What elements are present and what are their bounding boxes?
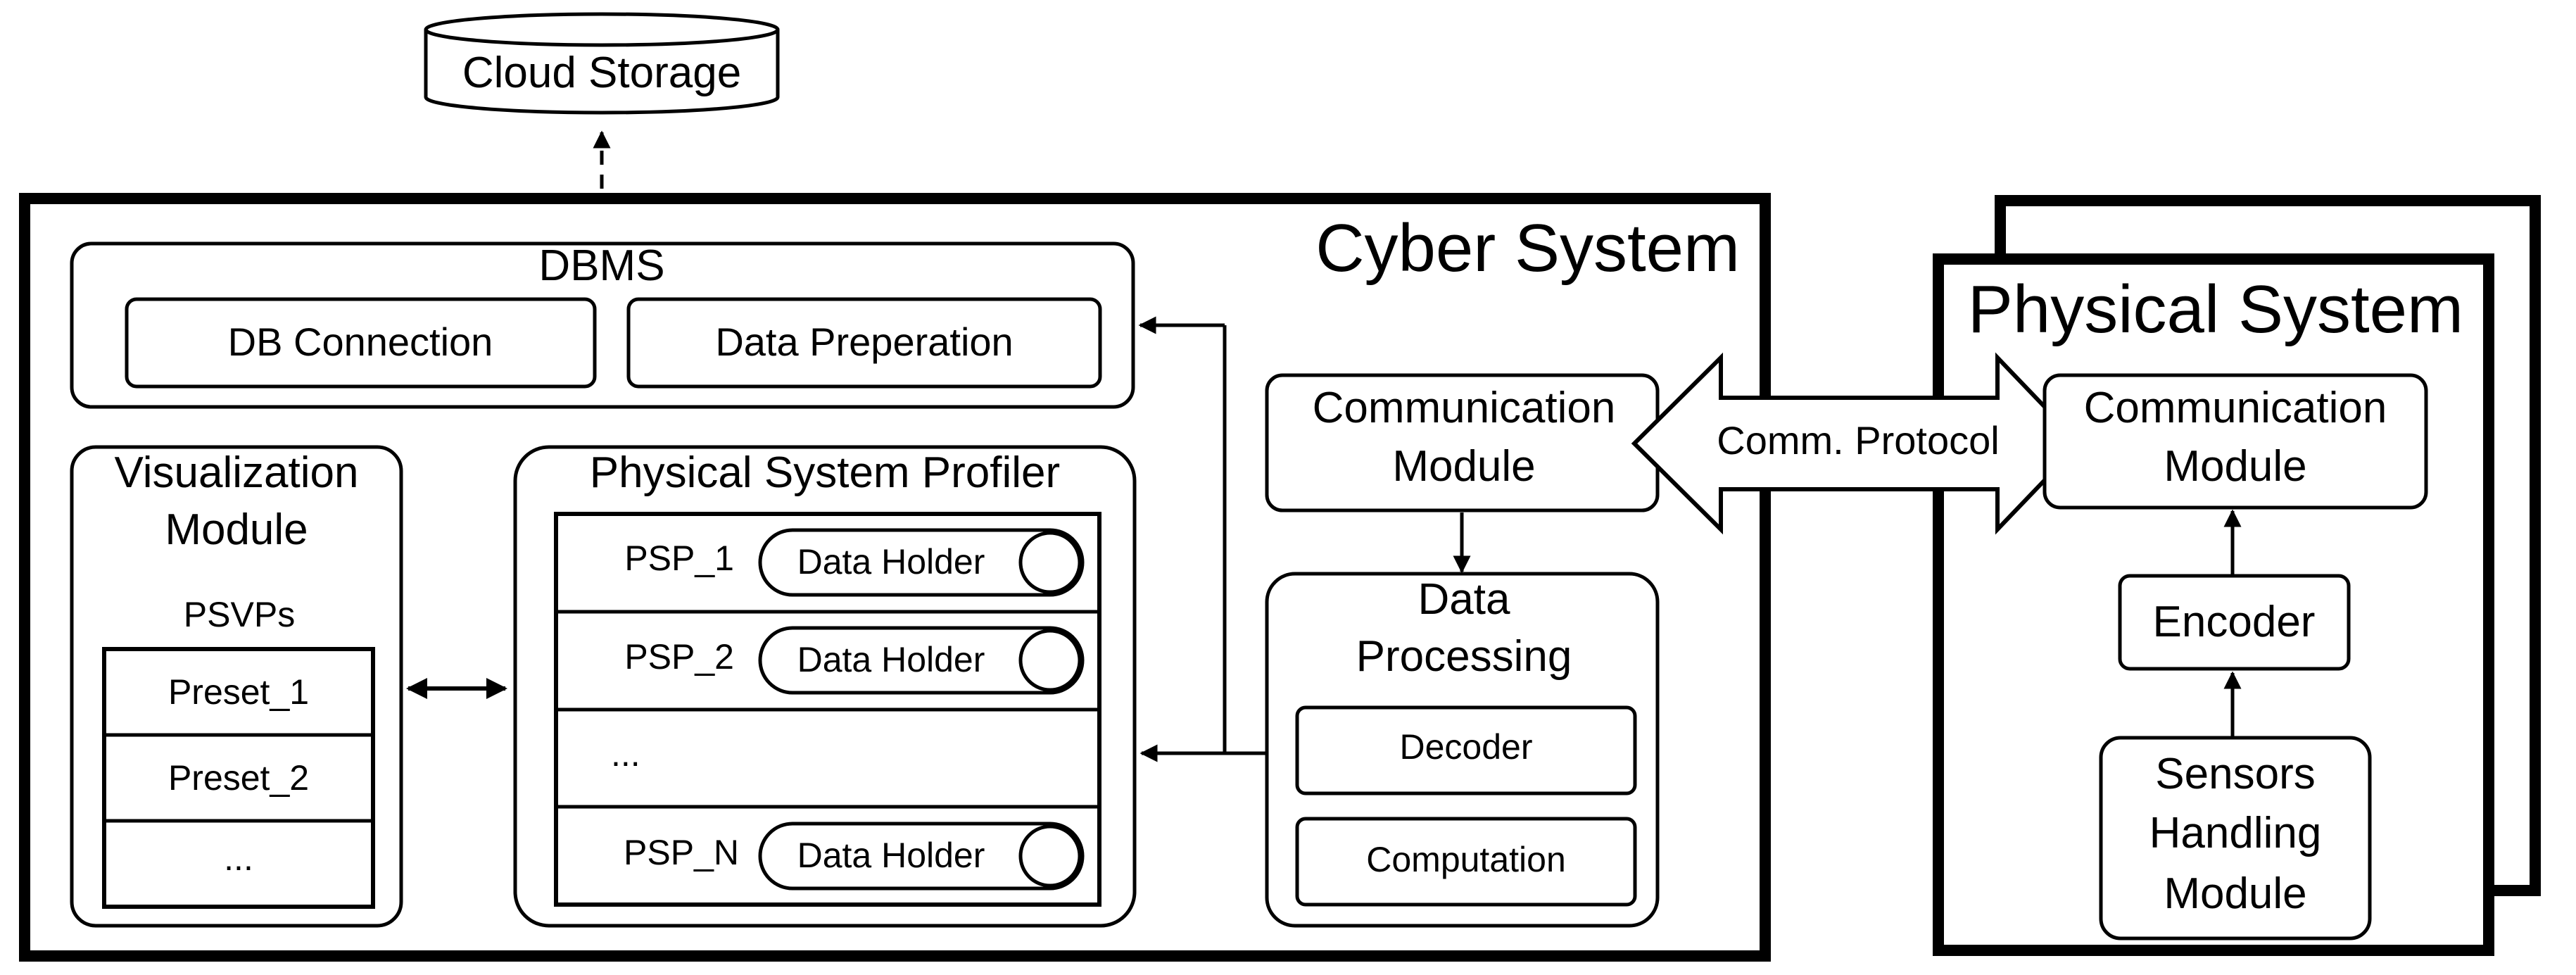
dbms-title: DBMS bbox=[538, 241, 664, 290]
comm-protocol-arrow: Comm. Protocol bbox=[1631, 352, 2083, 535]
cyber-communication-module: Communication Module bbox=[1265, 373, 1660, 512]
physical-communication-module: Communication Module bbox=[2043, 373, 2428, 510]
comm-protocol-label: Comm. Protocol bbox=[1717, 418, 1999, 463]
sensors-line2: Handling bbox=[2149, 809, 2322, 857]
computation-box bbox=[1295, 817, 1637, 907]
physical-system-title: Physical System bbox=[1968, 272, 2463, 347]
psvps-label: PSVPs bbox=[184, 595, 295, 634]
preset-item: Preset_2 bbox=[168, 758, 309, 798]
decoder-box bbox=[1295, 705, 1637, 795]
data-preparation-label: Data Preperation bbox=[715, 320, 1013, 364]
cloud-storage-cylinder: Cloud Storage bbox=[424, 12, 780, 115]
sensors-line1: Sensors bbox=[2155, 750, 2315, 798]
data-holder-label: Data Holder bbox=[797, 542, 985, 581]
preset-item: Preset_1 bbox=[168, 672, 309, 712]
physical-system-profiler-box: Physical System Profiler PSP_1 Data Hold… bbox=[513, 445, 1137, 928]
data-holder-label: Data Holder bbox=[797, 640, 985, 679]
data-processing-title-line1: Data bbox=[1418, 575, 1510, 624]
profiler-row: PSP_2 Data Holder bbox=[624, 626, 1085, 695]
data-holder-pill bbox=[758, 822, 1085, 891]
db-connection-label: DB Connection bbox=[228, 320, 493, 364]
encoder-box: Encoder bbox=[2118, 574, 2351, 671]
profiler-row: PSP_1 Data Holder bbox=[624, 528, 1085, 597]
visualization-title-line1: Visualization bbox=[115, 448, 359, 497]
data-processing-box: Data Processing Decoder Computation bbox=[1265, 572, 1660, 928]
data-preparation-box bbox=[626, 297, 1102, 389]
psp-label: PSP_2 bbox=[624, 637, 734, 677]
dbms-box: DBMS DB Connection Data Preperation bbox=[70, 241, 1135, 409]
db-connection-box bbox=[125, 297, 597, 389]
psp-label: ... bbox=[611, 734, 640, 774]
data-holder-pill bbox=[758, 626, 1085, 695]
cloud-storage-label: Cloud Storage bbox=[462, 49, 741, 97]
cyber-system-title: Cyber System bbox=[1315, 210, 1740, 286]
data-holder-pill bbox=[758, 528, 1085, 597]
sensors-line3: Module bbox=[2164, 869, 2306, 918]
psp-label: PSP_1 bbox=[624, 539, 734, 578]
preset-item: ... bbox=[224, 838, 253, 878]
encoder-label: Encoder bbox=[2153, 598, 2316, 646]
visualization-module-box: Visualization Module PSVPs Preset_1 Pres… bbox=[70, 445, 403, 928]
sensors-handling-module: Sensors Handling Module bbox=[2099, 736, 2372, 941]
decoder-label: Decoder bbox=[1400, 727, 1533, 767]
data-holder-circle-icon bbox=[1018, 531, 1082, 594]
computation-label: Computation bbox=[1366, 840, 1566, 879]
preset-list bbox=[102, 647, 375, 909]
profiler-row: ... bbox=[611, 734, 640, 774]
data-holder-circle-icon bbox=[1018, 824, 1082, 888]
psp-label: PSP_N bbox=[624, 833, 739, 872]
data-holder-label: Data Holder bbox=[797, 836, 985, 875]
profiler-title: Physical System Profiler bbox=[590, 448, 1060, 497]
physical-communication-line1: Communication bbox=[2084, 384, 2387, 432]
visualization-title-line2: Module bbox=[165, 505, 308, 554]
communication-line2: Module bbox=[1392, 442, 1535, 491]
physical-communication-line2: Module bbox=[2164, 442, 2306, 491]
profiler-row: PSP_N Data Holder bbox=[624, 822, 1085, 891]
data-processing-title-line2: Processing bbox=[1356, 632, 1572, 681]
data-holder-circle-icon bbox=[1018, 629, 1082, 692]
communication-line1: Communication bbox=[1313, 384, 1616, 432]
